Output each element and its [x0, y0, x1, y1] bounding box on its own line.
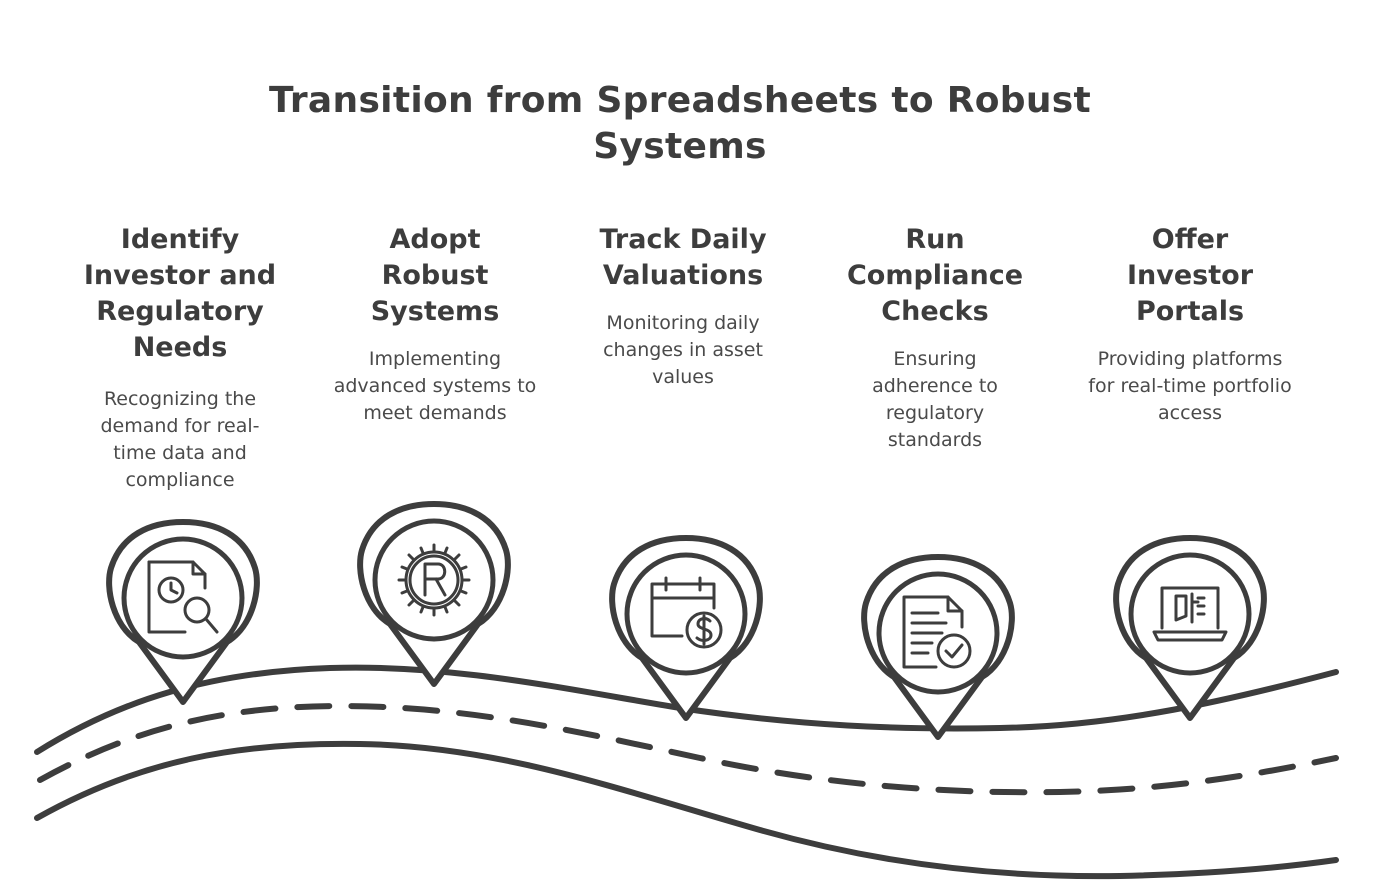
calendar-dollar-icon	[650, 576, 723, 649]
step-heading: Track Daily Valuations	[599, 224, 767, 291]
step-adopt-systems: Adopt Robust Systems Implementing advanc…	[325, 222, 545, 427]
step-description: Recognizing the demand for real-time dat…	[100, 388, 260, 491]
step-description: Ensuring adherence to regulatory standar…	[872, 348, 998, 451]
step-investor-portals: Offer Investor Portals Providing platfor…	[1080, 222, 1300, 427]
step-compliance-checks: Run Compliance Checks Ensuring adherence…	[830, 222, 1040, 454]
step-track-valuations: Track Daily Valuations Monitoring daily …	[578, 222, 788, 391]
step-identify-needs: Identify Investor and Regulatory Needs R…	[70, 222, 290, 494]
laptop-portal-icon	[1152, 586, 1228, 642]
road-center-line	[37, 703, 1339, 796]
step-heading: Run Compliance Checks	[846, 224, 1024, 327]
road-bottom-edge	[34, 740, 1339, 880]
document-search-icon	[147, 560, 219, 634]
pin-compliance-checks	[861, 554, 1015, 740]
pin-investor-portals	[1113, 535, 1267, 721]
step-description: Providing platforms for real-time portfo…	[1088, 348, 1292, 424]
step-heading: Offer Investor Portals	[1126, 224, 1254, 327]
pin-adopt-systems	[357, 501, 511, 687]
step-heading: Adopt Robust Systems	[370, 224, 500, 327]
registered-gear-icon	[397, 543, 471, 617]
page-title: Transition from Spreadsheets to Robust S…	[268, 80, 1092, 167]
document-check-icon	[902, 595, 972, 669]
step-heading: Identify Investor and Regulatory Needs	[83, 224, 277, 363]
pin-track-valuations	[609, 535, 763, 721]
step-description: Implementing advanced systems to meet de…	[333, 348, 537, 424]
step-description: Monitoring daily changes in asset values	[603, 312, 763, 388]
pin-identify-needs	[106, 519, 260, 705]
